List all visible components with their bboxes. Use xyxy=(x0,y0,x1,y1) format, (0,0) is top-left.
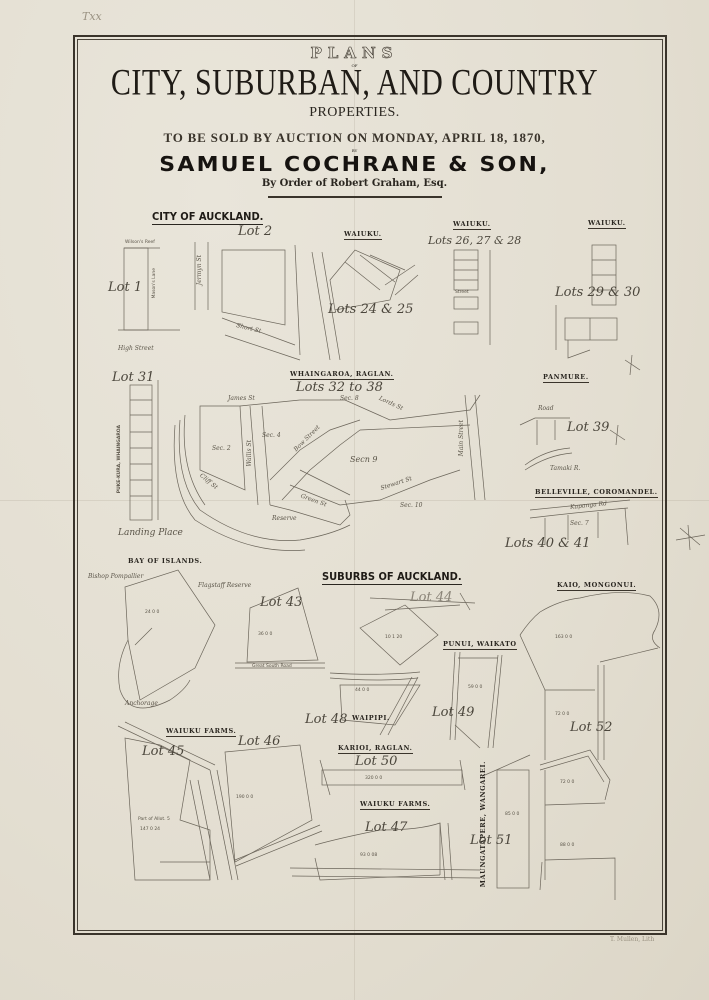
bay-of-islands-area: 24 0 0 xyxy=(145,610,160,615)
street-high: High Street xyxy=(118,345,154,352)
section-title-waiuku-1: WAIUKU. xyxy=(344,230,382,240)
section-title-bay-of-islands: BAY OF ISLANDS. xyxy=(128,557,203,565)
sec-8-label: Sec. 8 xyxy=(340,395,359,402)
lot-2-label: Lot 2 xyxy=(238,224,273,239)
flagstaff-reserve-label: Flagstaff Reserve xyxy=(198,582,252,589)
sec-9-label: Secn 9 xyxy=(350,455,378,464)
lot-45-area: 147 0 24 xyxy=(140,827,161,832)
lot-47-area: 93 0 08 xyxy=(360,853,378,858)
street-masons-lane: Mason's Lane xyxy=(152,268,157,299)
lot-45-label: Lot 45 xyxy=(142,744,185,759)
archive-mark: Txx xyxy=(82,10,102,23)
puke-kura-label: PUKE-KURA, WHAINGAROA xyxy=(117,425,122,494)
lot-39-label: Lot 39 xyxy=(567,420,610,435)
section-title-waipipi: WAIPIPI. xyxy=(352,714,390,722)
lot-52-area: 72 0 0 xyxy=(555,712,570,717)
lots-29-30-label: Lots 29 & 30 xyxy=(555,285,641,300)
lot-48-area: 44 0 0 xyxy=(355,688,370,693)
section-title-waiuku-2: WAIUKU. xyxy=(453,220,491,230)
lot-1-label: Lot 1 xyxy=(108,280,143,295)
lot-51-area: 85 0 0 xyxy=(505,812,520,817)
section-title-panmure: PANMURE. xyxy=(543,373,589,383)
fold-line-horizontal xyxy=(0,500,709,501)
lots-24-25-label: Lots 24 & 25 xyxy=(328,302,414,317)
main-title: CITY, SUBURBAN, AND COUNTRY xyxy=(110,61,599,103)
lots-26-28-label: Lots 26, 27 & 28 xyxy=(428,234,522,247)
of-text: OF xyxy=(351,63,358,68)
lot-52-area-b: 72 0 0 xyxy=(560,780,575,785)
reserve-label: Reserve xyxy=(272,515,297,522)
anchorage-label: Anchorage xyxy=(125,700,158,707)
lot-43-area: 36 0 0 xyxy=(258,632,273,637)
lot-43-label: Lot 43 xyxy=(260,595,303,610)
lot-31-label: Lot 31 xyxy=(112,370,155,385)
fold-line-vertical xyxy=(354,0,355,1000)
section-title-kariori: KARIOI, RAGLAN. xyxy=(338,744,413,754)
auctioneer-name: SAMUEL COCHRANE & SON, xyxy=(159,152,550,176)
street-wallis: Wallis St xyxy=(246,440,253,467)
section-title-kaio-mongonui: KAIO, MONGONUI. xyxy=(557,581,637,591)
street-main: Main Street xyxy=(458,420,465,457)
lot-49-area: 59 0 0 xyxy=(468,685,483,690)
lot-44-label: Lot 44 xyxy=(410,590,453,605)
section-title-suburbs-of-auckland: SUBURBS OF AUCKLAND. xyxy=(322,570,462,585)
street-wilsons-reef: Wilson's Reef xyxy=(125,240,155,245)
by-text: BY xyxy=(351,148,358,153)
lot-50-area: 320 0 0 xyxy=(365,776,383,781)
road-label: Road xyxy=(538,405,554,412)
landing-place-label: Landing Place xyxy=(118,528,183,538)
bishop-pompallier-label: Bishop Pompallier xyxy=(88,573,144,580)
lot-47-label: Lot 47 xyxy=(365,820,408,835)
lot-50-label: Lot 50 xyxy=(355,754,398,769)
lot-44-area: 10 1 20 xyxy=(385,635,403,640)
order-line: By Order of Robert Graham, Esq. xyxy=(261,178,448,189)
header-rule xyxy=(268,196,442,198)
lot-52-area-c: 88 0 0 xyxy=(560,843,575,848)
kaio-area: 163 0 0 xyxy=(555,635,573,640)
section-title-waiuku-3: WAIUKU. xyxy=(588,219,626,229)
great-south-road-label: Great South Road xyxy=(252,664,292,669)
lot-45-note: Part of Allot. 5 xyxy=(138,817,170,822)
properties-heading: PROPERTIES. xyxy=(309,105,400,120)
section-title-city-of-auckland: CITY OF AUCKLAND. xyxy=(152,210,264,225)
lots-32-38-label: Lots 32 to 38 xyxy=(296,380,383,395)
printer-mark: T. Mullen, Lith xyxy=(610,936,655,943)
section-title-waiuku-farms-1: WAIUKU FARMS. xyxy=(166,727,237,737)
map-border-outer xyxy=(73,35,667,935)
map-border-inner xyxy=(77,39,663,931)
lot-46-area: 190 0 0 xyxy=(236,795,254,800)
tamaki-river-label: Tamaki R. xyxy=(550,465,581,472)
section-title-belleville: BELLEVILLE, COROMANDEL. xyxy=(535,488,658,498)
lot-48-label: Lot 48 xyxy=(305,712,348,727)
lot-52-label: Lot 52 xyxy=(570,720,613,735)
sec-10-label: Sec. 10 xyxy=(400,502,423,509)
sec-4-label: Sec. 4 xyxy=(262,432,281,439)
lot-46-label: Lot 46 xyxy=(238,734,281,749)
section-title-whaingaroa: WHAINGAROA, RAGLAN. xyxy=(290,370,394,380)
street-label: Street xyxy=(455,290,469,295)
auction-date-line: TO BE SOLD BY AUCTION ON MONDAY, APRIL 1… xyxy=(163,130,546,145)
section-title-maungatapere: MAUNGATAPERE, WANGAREI. xyxy=(479,761,487,888)
section-title-waiuku-farms-2: WAIUKU FARMS. xyxy=(360,800,431,810)
sec-2-label: Sec. 2 xyxy=(212,445,231,452)
sec-7-label: Sec. 7 xyxy=(570,520,589,527)
lot-51-label: Lot 51 xyxy=(470,833,513,848)
street-jermyn: Jermyn St xyxy=(196,255,203,286)
plans-heading: PLANS xyxy=(310,44,399,63)
section-title-punui-waikato: PUNUI, WAIKATO xyxy=(443,640,517,650)
lot-49-label: Lot 49 xyxy=(432,705,475,720)
lots-40-41-label: Lots 40 & 41 xyxy=(505,536,591,551)
street-james: James St xyxy=(228,395,255,402)
